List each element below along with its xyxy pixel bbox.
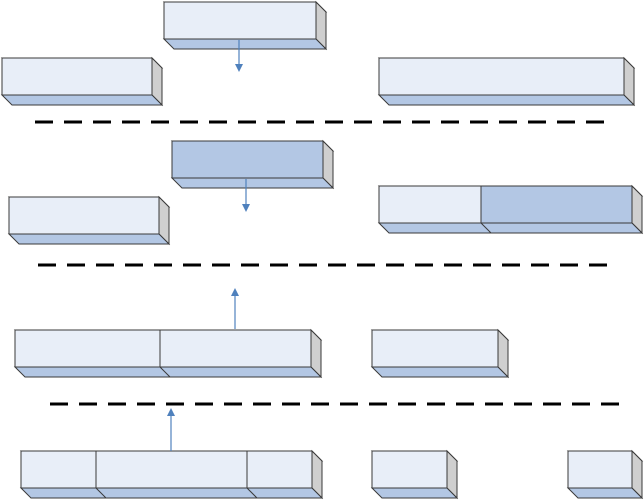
memory-block — [370, 449, 459, 500]
segment-divider — [480, 222, 492, 234]
block-segment — [1, 57, 153, 96]
block-segment — [480, 185, 633, 224]
block-bottom-face — [370, 487, 459, 499]
block-bottom-face — [19, 487, 324, 499]
block-segment — [371, 329, 499, 368]
segment-divider — [246, 487, 258, 499]
block-bottom-face — [170, 177, 335, 189]
memory-block — [13, 328, 323, 379]
memory-block — [0, 56, 164, 107]
segment-divider — [95, 487, 107, 499]
block-segment — [20, 450, 97, 489]
block-segment — [8, 196, 160, 235]
memory-block — [377, 56, 636, 107]
block-segment — [378, 185, 482, 224]
block-segment — [567, 450, 633, 489]
separator-lines — [35, 120, 624, 406]
block-bottom-face — [566, 487, 644, 499]
block-segment — [159, 329, 312, 368]
block-bottom-face — [377, 94, 636, 106]
memory-block — [7, 195, 171, 246]
block-bottom-face — [162, 38, 328, 50]
block-segment — [95, 450, 248, 489]
memory-block — [377, 184, 644, 235]
block-segment — [246, 450, 313, 489]
block-bottom-face — [370, 366, 510, 378]
block-segment — [378, 57, 625, 96]
block-bottom-face — [0, 94, 164, 106]
block-segment — [163, 1, 317, 40]
memory-block — [370, 328, 510, 379]
memory-block — [566, 449, 644, 500]
segment-divider — [159, 366, 171, 378]
block-segment — [14, 329, 161, 368]
arrows — [167, 40, 250, 451]
memory-block — [162, 0, 328, 51]
memory-block — [170, 139, 335, 190]
block-segment — [171, 140, 324, 179]
block-bottom-face — [377, 222, 644, 234]
memory-block — [19, 449, 324, 500]
block-bottom-face — [7, 233, 171, 245]
block-segment — [371, 450, 448, 489]
